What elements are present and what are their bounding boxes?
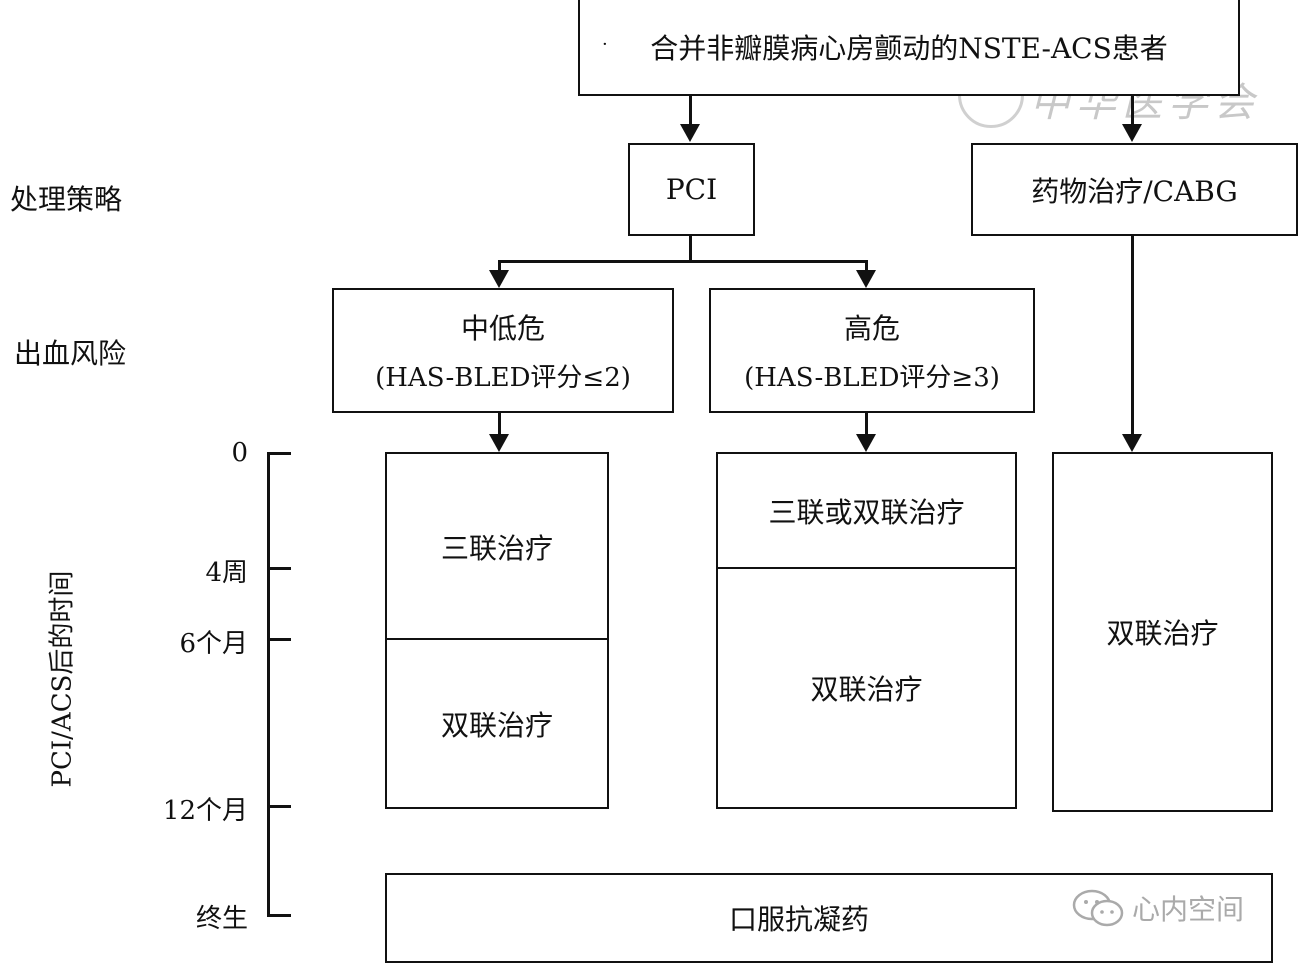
connector-pci-horizontal [498, 260, 868, 263]
arrow-high-therapy [856, 434, 876, 452]
tick-label-6m: 6个月 [179, 629, 248, 659]
medication-cabg-label: 药物治疗/CABG [1031, 174, 1238, 208]
connector-med-to-therapy [1131, 236, 1134, 435]
low-triple-therapy-label: 三联治疗 [440, 531, 553, 565]
connector-pci-down [689, 236, 692, 262]
tick-label-4w: 4周 [205, 558, 248, 588]
tick-label-0: 0 [231, 438, 248, 468]
med-dual-therapy-box: 双联治疗 [1052, 452, 1273, 812]
high-risk-box: 高危 (HAS-BLED评分≥3) [709, 288, 1035, 413]
watermark-bottom-text: 心内空间 [1132, 893, 1245, 926]
row-label-strategy: 处理策略 [10, 183, 123, 216]
row-label-bleeding: 出血风险 [14, 337, 127, 370]
timeline-axis-label: PCI/ACS后的时间 [47, 570, 78, 788]
low-dual-therapy-label: 双联治疗 [440, 708, 553, 742]
low-risk-score: (HAS-BLED评分≤2) [375, 363, 631, 393]
high-dual-therapy-label: 双联治疗 [810, 673, 923, 706]
tick-label-lifelong: 终生 [195, 904, 248, 934]
tick-6m [267, 638, 291, 641]
low-risk-title: 中低危 [460, 312, 545, 345]
high-triple-or-dual-label: 三联或双联治疗 [768, 496, 965, 529]
connector-top-to-pci [689, 96, 692, 124]
patient-population-label: 合并非瓣膜病心房颤动的NSTE-ACS患者 [650, 32, 1168, 65]
tick-12m [267, 805, 291, 808]
low-triple-therapy-box: 三联治疗 [385, 452, 609, 641]
timeline-axis [267, 452, 270, 917]
patient-population-box: 合并非瓣膜病心房颤动的NSTE-ACS患者 [578, 0, 1240, 96]
tick-4w [267, 567, 291, 570]
low-dual-therapy-box: 双联治疗 [385, 638, 609, 809]
arrow-to-med [1122, 124, 1142, 142]
connector-low-to-therapy [498, 413, 501, 435]
wechat-icon [1072, 889, 1124, 927]
tick-0 [267, 452, 291, 455]
tick-label-12m: 12个月 [162, 796, 248, 826]
tick-lifelong [267, 914, 291, 917]
med-dual-therapy-label: 双联治疗 [1106, 617, 1219, 650]
connector-top-to-med [1131, 96, 1134, 124]
high-risk-score: (HAS-BLED评分≥3) [744, 363, 1000, 393]
arrow-low-therapy [489, 434, 509, 452]
arrow-to-low-risk [489, 270, 509, 288]
low-risk-box: 中低危 (HAS-BLED评分≤2) [332, 288, 674, 413]
high-dual-therapy-box: 双联治疗 [716, 567, 1017, 809]
arrow-to-pci [680, 124, 700, 142]
arrow-to-high-risk [856, 270, 876, 288]
connector-to-high [865, 260, 868, 270]
connector-high-to-therapy [865, 413, 868, 435]
connector-to-low [498, 260, 501, 270]
pci-box: PCI [628, 143, 755, 236]
high-triple-or-dual-box: 三联或双联治疗 [716, 452, 1017, 570]
watermark-bottom: 心内空间 [1072, 888, 1244, 928]
oral-anticoagulant-box: 口服抗凝药 [385, 873, 1273, 963]
high-risk-title: 高危 [843, 312, 900, 345]
oral-anticoagulant-label: 口服抗凝药 [728, 903, 869, 936]
medication-cabg-box: 药物治疗/CABG [971, 143, 1298, 236]
arrow-med-therapy [1122, 434, 1142, 452]
top-dot: · [602, 34, 608, 55]
pci-label: PCI [665, 173, 718, 206]
